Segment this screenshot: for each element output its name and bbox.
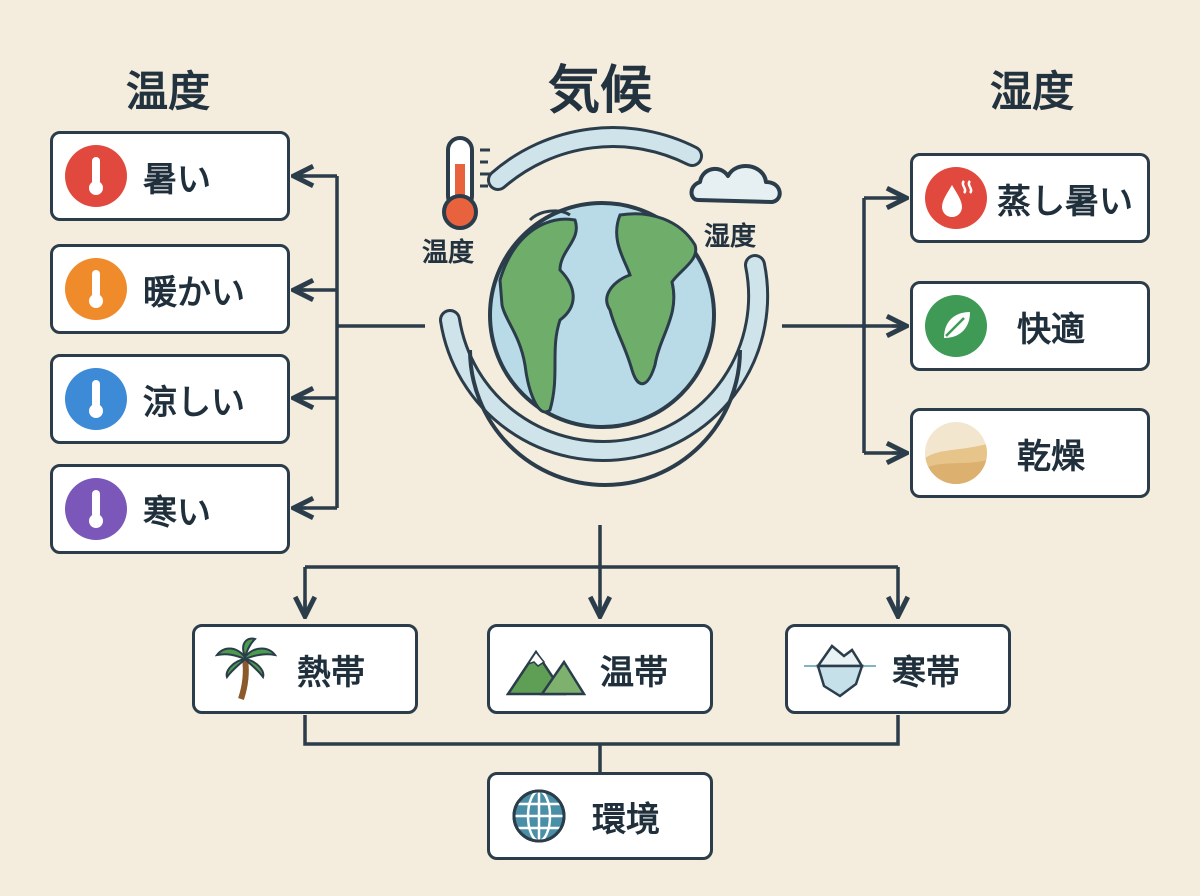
- thermometer-icon: [65, 145, 127, 207]
- temperature-item-cold[interactable]: 寒い: [50, 464, 290, 554]
- humidity-item-comfortable[interactable]: 快適: [910, 281, 1150, 371]
- thermometer-icon: [65, 258, 127, 320]
- temperature-item-label: 暑い: [143, 159, 211, 200]
- iceberg-icon: [804, 644, 876, 698]
- zone-label: 熱帯: [297, 652, 365, 693]
- globe-temperature-label: 温度: [422, 238, 475, 268]
- page-title: 気候: [547, 61, 652, 121]
- globe-humidity-label: 湿度: [704, 222, 757, 252]
- zone-tropical[interactable]: 熱帯: [192, 624, 418, 714]
- temperature-item-label: 涼しい: [143, 382, 245, 423]
- zone-label: 温帯: [600, 652, 668, 693]
- humidity-item-dry[interactable]: 乾燥: [910, 408, 1150, 498]
- humidity-item-label: 蒸し暑い: [997, 181, 1133, 222]
- humidity-item-label: 乾燥: [1017, 436, 1085, 477]
- zone-label: 寒帯: [892, 652, 960, 693]
- drop-steam-icon: [925, 167, 987, 229]
- temperature-item-cool[interactable]: 涼しい: [50, 354, 290, 444]
- mountain-icon: [506, 649, 586, 696]
- temperature-item-warm[interactable]: 暖かい: [50, 244, 290, 334]
- globe-grid-icon: [512, 789, 566, 843]
- environment-label: 環境: [592, 799, 660, 840]
- temperature-item-label: 寒い: [143, 492, 211, 533]
- humidity-heading: 湿度: [989, 67, 1074, 116]
- thermometer-icon: [65, 368, 127, 430]
- desert-dune-icon: [925, 422, 987, 484]
- environment-connector: [303, 715, 900, 772]
- humidity-item-muggy[interactable]: 蒸し暑い: [910, 153, 1150, 243]
- temperature-item-hot[interactable]: 暑い: [50, 131, 290, 221]
- environment-box[interactable]: 環境: [487, 772, 713, 860]
- left-connector: [296, 174, 425, 510]
- leaf-icon: [925, 295, 987, 357]
- palm-tree-icon: [215, 637, 277, 700]
- zone-polar[interactable]: 寒帯: [785, 624, 1011, 714]
- zones-connector: [303, 525, 900, 612]
- cloud-icon: [689, 163, 782, 204]
- humidity-item-label: 快適: [1017, 309, 1085, 350]
- thermometer-icon: [442, 136, 490, 230]
- right-connector: [782, 196, 902, 455]
- thermometer-icon: [65, 478, 127, 540]
- temperature-heading: 温度: [125, 67, 210, 116]
- zone-temperate[interactable]: 温帯: [487, 624, 713, 714]
- temperature-item-label: 暖かい: [143, 272, 245, 313]
- globe-illustration: [439, 126, 782, 487]
